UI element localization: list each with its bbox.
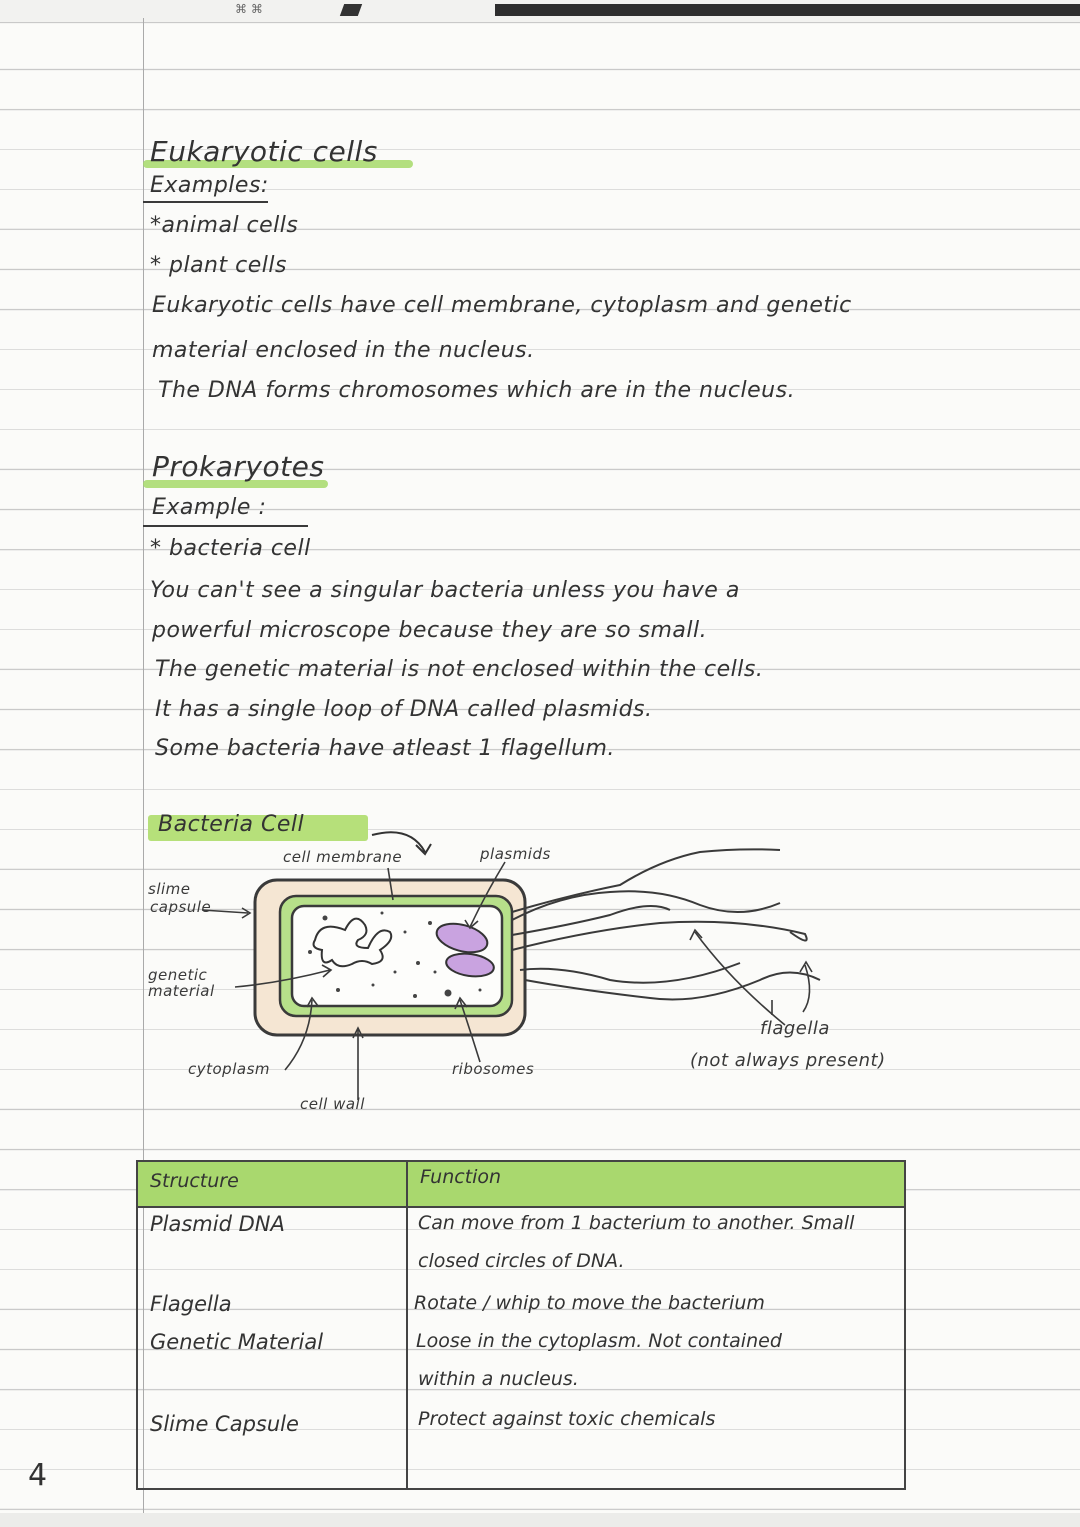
paragraph-line: You can't see a singular bacteria unless… <box>150 578 740 603</box>
paragraph-line: Some bacteria have atleast 1 flagellum. <box>155 736 615 761</box>
title-highlight <box>143 160 413 168</box>
paragraph-line: powerful microscope because they are so … <box>152 618 708 643</box>
header-function: Function <box>420 1166 502 1188</box>
label-genetic-material: material <box>148 982 215 1000</box>
diagram-title-highlight <box>148 815 368 841</box>
label-genetic-material: genetic <box>148 966 208 984</box>
examples-underline <box>143 201 268 203</box>
structure-function-table: Structure Function Plasmid DNA Can move … <box>136 1160 906 1490</box>
header-structure: Structure <box>150 1170 239 1192</box>
example-label: Example : <box>152 495 267 520</box>
row-function: within a nucleus. <box>418 1368 579 1390</box>
example-item: * plant cells <box>150 253 287 278</box>
label-ribosomes: ribosomes <box>452 1060 535 1078</box>
diagram-title: Bacteria Cell <box>158 812 305 837</box>
row-function: Rotate / whip to move the bacterium <box>414 1292 765 1314</box>
eukaryotic-title: Eukaryotic cells <box>150 135 378 168</box>
label-cell-wall: cell wall <box>300 1095 365 1113</box>
paragraph-line: The genetic material is not enclosed wit… <box>155 657 764 682</box>
label-slime-capsule: capsule <box>150 898 212 916</box>
table-divider <box>406 1162 408 1488</box>
row-structure: Slime Capsule <box>150 1412 299 1436</box>
page-number: 4 <box>28 1458 48 1493</box>
paragraph-line: The DNA forms chromosomes which are in t… <box>158 378 796 403</box>
example-item: * bacteria cell <box>150 536 311 561</box>
paragraph-line: material enclosed in the nucleus. <box>152 338 535 363</box>
title-highlight <box>143 480 328 488</box>
row-structure: Flagella <box>150 1292 232 1316</box>
label-flagella: flagella <box>760 1018 830 1039</box>
label-slime-capsule: slime <box>148 880 191 898</box>
row-function: Protect against toxic chemicals <box>418 1408 716 1430</box>
margin-line <box>143 18 144 1518</box>
row-function: Loose in the cytoplasm. Not contained <box>416 1330 782 1352</box>
page-bottom-edge <box>0 1513 1080 1527</box>
prokaryotes-title: Prokaryotes <box>152 450 325 483</box>
row-function: Can move from 1 bacterium to another. Sm… <box>418 1212 855 1234</box>
example-underline <box>143 525 308 527</box>
binder-mark <box>339 4 363 16</box>
table-header <box>138 1162 904 1208</box>
example-item: *animal cells <box>150 213 299 238</box>
notebook-top-edge: ⌘ ⌘ <box>0 0 1080 22</box>
row-function: closed circles of DNA. <box>418 1250 625 1272</box>
examples-label: Examples: <box>150 173 269 198</box>
row-structure: Genetic Material <box>150 1330 324 1354</box>
paragraph-line: It has a single loop of DNA called plasm… <box>155 697 653 722</box>
label-cell-membrane: cell membrane <box>283 848 403 866</box>
binder-strip <box>495 4 1080 16</box>
bacteria-cell-diagram <box>201 831 821 1100</box>
label-flagella-note: (not always present) <box>690 1050 886 1071</box>
label-plasmids: plasmids <box>480 845 551 863</box>
paragraph-line: Eukaryotic cells have cell membrane, cyt… <box>152 293 852 318</box>
row-structure: Plasmid DNA <box>150 1212 285 1236</box>
label-cytoplasm: cytoplasm <box>188 1060 270 1078</box>
scan-marks: ⌘ ⌘ <box>235 2 263 16</box>
